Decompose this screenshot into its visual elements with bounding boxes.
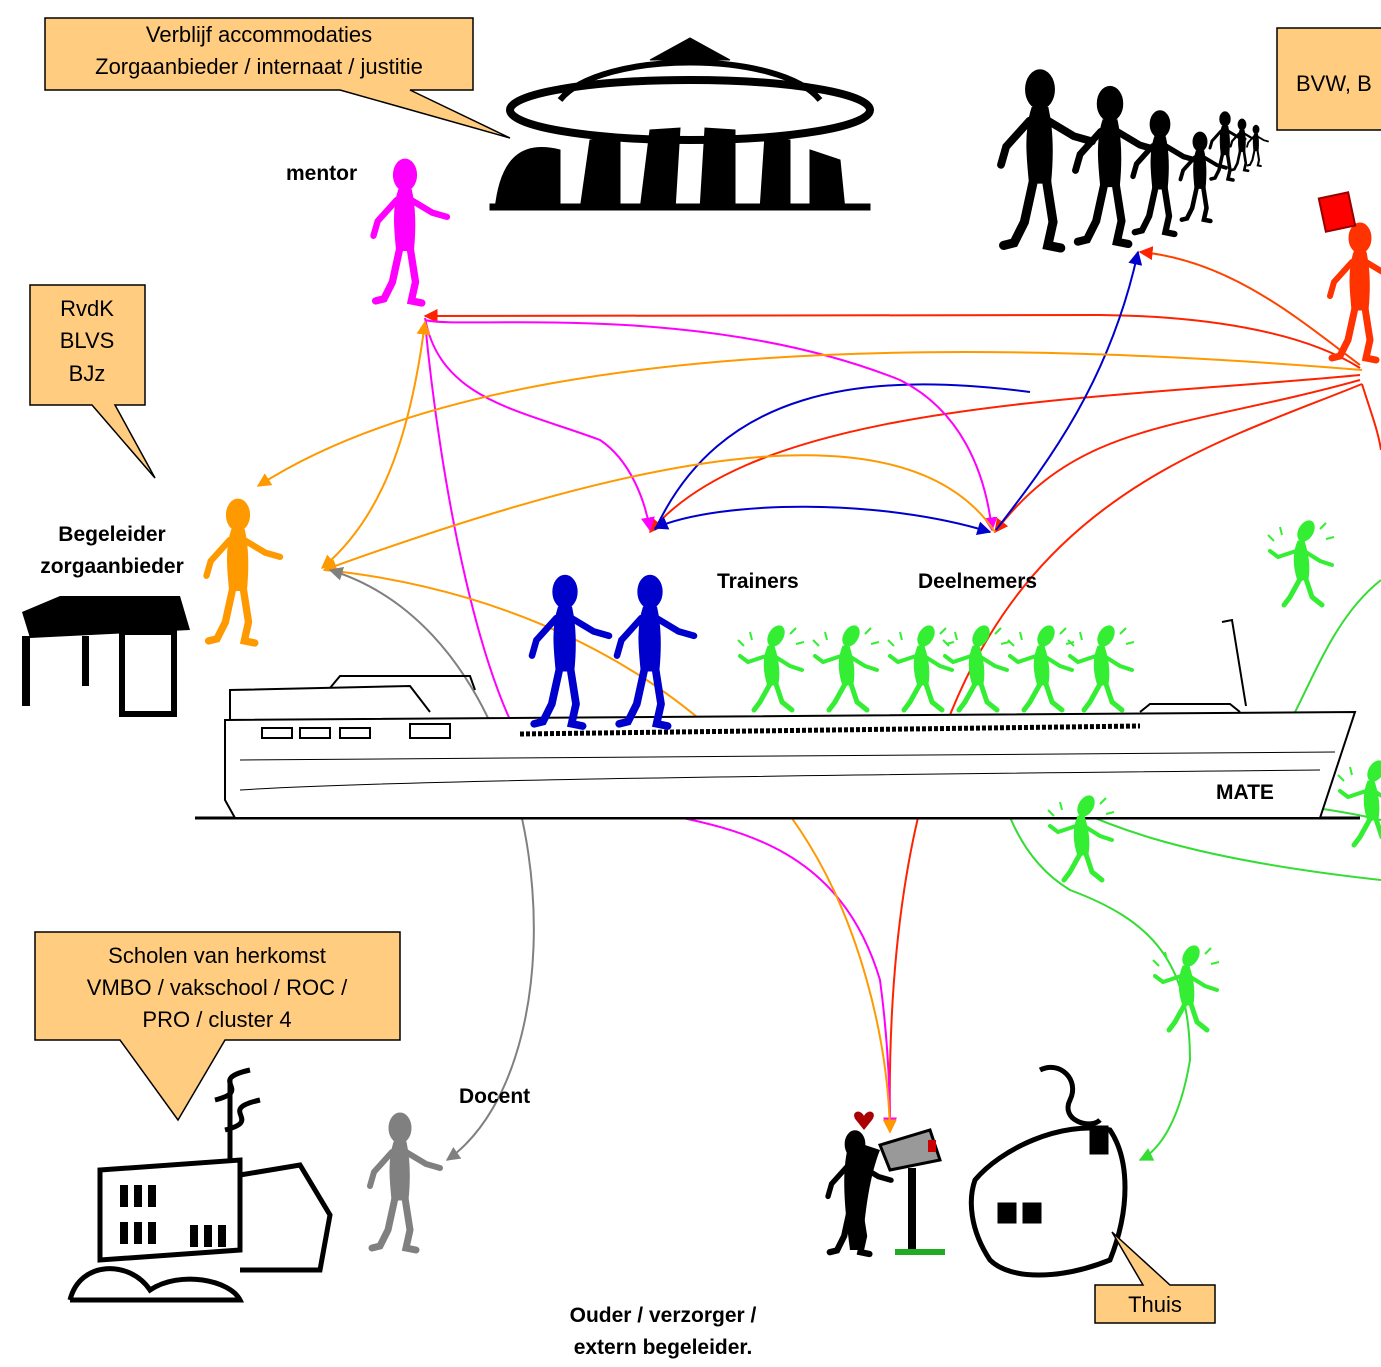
callout-verblijf-line1: Verblijf accommodaties xyxy=(146,22,372,47)
begeleider-figure xyxy=(207,499,281,643)
arrow-gray-begeleider-docent xyxy=(328,566,535,1161)
arrow-blue-trainers-deelnemers xyxy=(653,505,992,535)
arrow-magenta-mentor-deelnemers xyxy=(424,319,998,532)
arrow-red-to-ouder xyxy=(882,383,1363,1134)
deelnemer-figure xyxy=(943,623,1009,710)
deelnemer-figure xyxy=(738,623,804,710)
arrow-magenta-mentor-trainers xyxy=(424,317,655,532)
arrow-red-to-deelnemers xyxy=(994,379,1361,534)
deelnemer-figure xyxy=(1268,518,1334,605)
arrow-blue-loop xyxy=(654,383,1031,531)
callout-scholen-line3: PRO / cluster 4 xyxy=(142,1007,291,1032)
deelnemer-figure xyxy=(1008,623,1074,710)
callout-bvw-text: BVW, B xyxy=(1296,71,1372,96)
arrow-orange-deelnemers-begeleider xyxy=(322,454,996,573)
red-figure-sign-icon xyxy=(1317,191,1357,233)
callout-rvdk-line1: RvdK xyxy=(60,296,114,321)
label-mentor: mentor xyxy=(286,162,357,185)
deelnemer-figure xyxy=(888,623,954,710)
callout-scholen-line1: Scholen van herkomst xyxy=(108,943,326,968)
arrow-red-up xyxy=(1138,246,1361,366)
callout-verblijf: Verblijf accommodaties Zorgaanbieder / i… xyxy=(44,17,511,139)
school-building-icon xyxy=(67,1067,333,1303)
callout-verblijf-line2: Zorgaanbieder / internaat / justitie xyxy=(95,54,423,79)
label-begeleider-line2: zorgaanbieder xyxy=(40,555,184,578)
callout-rvdk-line2: BLVS xyxy=(60,328,115,353)
label-deelnemers: Deelnemers xyxy=(918,570,1037,593)
deelnemer-figure xyxy=(813,623,879,710)
label-trainers: Trainers xyxy=(717,570,799,593)
callout-bvw: BVW, B xyxy=(1276,27,1381,131)
label-begeleider-line1: Begeleider xyxy=(58,523,165,546)
arrow-orange-begeleider-ouder xyxy=(324,569,897,1134)
arrow-blue-up xyxy=(995,250,1143,531)
house-icon xyxy=(968,1064,1128,1278)
arrow-red-to-trainers xyxy=(649,374,1361,534)
callout-scholen-line2: VMBO / vakschool / ROC / xyxy=(87,975,348,1000)
desk-icon xyxy=(22,596,190,717)
callout-rvdk: RvdK BLVS BJz xyxy=(29,284,156,479)
trainer-figure-2 xyxy=(617,575,694,726)
ship-illustration xyxy=(195,618,1360,820)
label-ouder-line2: extern begeleider. xyxy=(574,1336,753,1359)
deelnemer-figure xyxy=(1338,758,1381,845)
label-docent: Docent xyxy=(459,1085,530,1108)
callout-thuis: Thuis xyxy=(1094,1231,1216,1324)
label-mate: MATE xyxy=(1216,781,1274,804)
red-figure xyxy=(1330,223,1381,360)
docent-figure xyxy=(370,1113,440,1250)
accommodation-building-icon xyxy=(489,37,874,211)
arrow-orange-mentor-begeleider xyxy=(320,320,431,569)
deelnemer-figure xyxy=(1068,623,1134,710)
callout-scholen: Scholen van herkomst VMBO / vakschool / … xyxy=(34,931,401,1122)
label-ouder-line1: Ouder / verzorger / xyxy=(570,1304,757,1327)
queue-silhouettes xyxy=(1001,70,1270,248)
mentor-figure xyxy=(374,159,448,303)
callout-rvdk-line3: BJz xyxy=(69,361,106,386)
arrow-red-to-mentor xyxy=(423,308,1361,369)
arrow-red-right xyxy=(1361,383,1381,451)
callout-thuis-text: Thuis xyxy=(1128,1292,1182,1317)
